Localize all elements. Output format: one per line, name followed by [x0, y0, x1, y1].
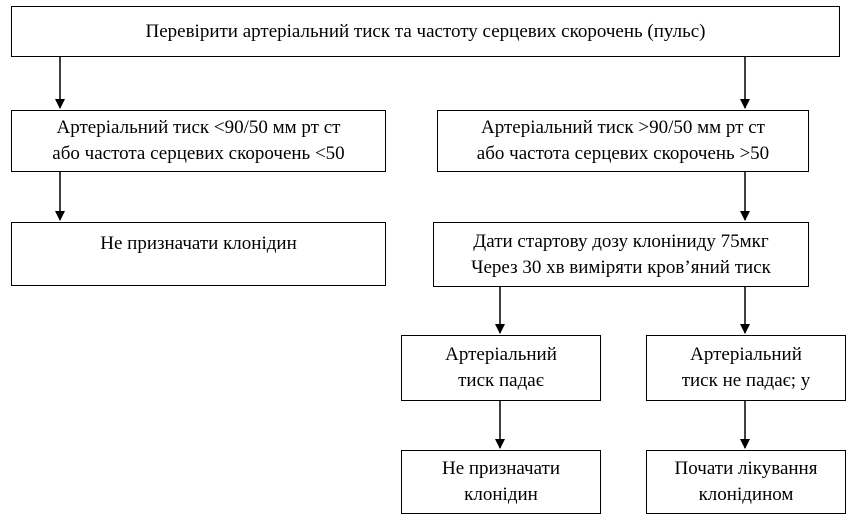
- pressure-drops-line2: тиск падає: [458, 370, 544, 391]
- start-dose-line1: Дати стартову дозу клоніниду 75мкг: [473, 230, 769, 252]
- pressure-not-drops-line1: Артеріальний: [690, 344, 802, 365]
- pressure-drops-line1: Артеріальний: [445, 344, 557, 365]
- start-dose-box: Дати стартову дозу клоніниду 75мкг Через…: [433, 222, 809, 287]
- start-dose-line2: Через 30 хв виміряти кров’яний тиск: [471, 256, 771, 278]
- right-condition-box: Артеріальний тиск >90/50 мм рт ст або ча…: [437, 110, 809, 172]
- left-result-label: Не призначати клонідин: [100, 233, 297, 254]
- left-condition-line2: або частота серцевих скорочень <50: [52, 143, 345, 164]
- not-drops-result-line1: Почати лікування: [674, 458, 818, 479]
- pressure-drops-box: Артеріальний тиск падає: [401, 335, 601, 401]
- not-drops-result-box: Почати лікування клонідином: [646, 450, 846, 514]
- drops-result-line1: Не призначати: [441, 458, 561, 479]
- pressure-not-drops-line2: тиск не падає; у: [681, 370, 811, 391]
- left-condition-box: Артеріальний тиск <90/50 мм рт ст або ча…: [11, 110, 386, 172]
- start-box: Перевірити артеріальний тиск та частоту …: [11, 6, 840, 57]
- not-drops-result-line2: клонідином: [698, 484, 794, 505]
- left-condition-line1: Артеріальний тиск <90/50 мм рт ст: [56, 117, 341, 138]
- left-result-box: Не призначати клонідин: [11, 222, 386, 286]
- pressure-not-drops-box: Артеріальний тиск не падає; у: [646, 335, 846, 401]
- start-label: Перевірити артеріальний тиск та частоту …: [145, 20, 706, 42]
- drops-result-box: Не призначати клонідин: [401, 450, 601, 514]
- right-condition-line1: Артеріальний тиск >90/50 мм рт ст: [481, 117, 765, 138]
- drops-result-line2: клонідин: [464, 484, 538, 505]
- right-condition-line2: або частота серцевих скорочень >50: [476, 143, 770, 164]
